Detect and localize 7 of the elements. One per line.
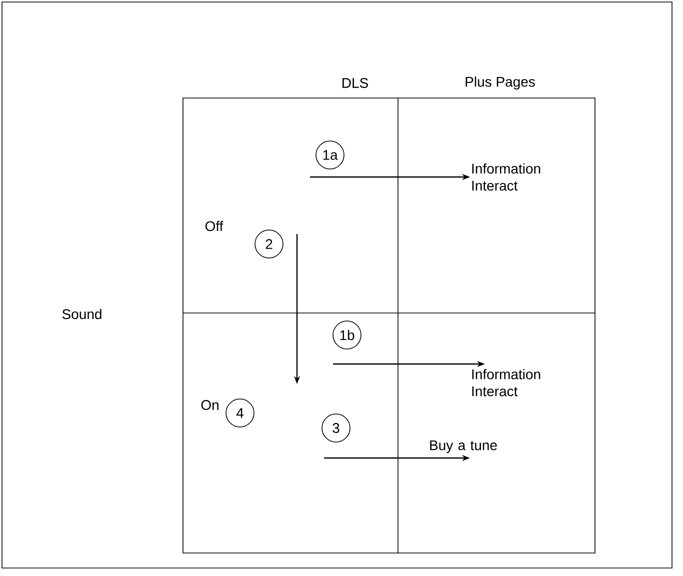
axis-label: Plus Pages xyxy=(466,76,535,90)
text-label: Buy a tune xyxy=(430,440,497,453)
axis-label: Sound xyxy=(62,308,102,320)
axis-label: DLS xyxy=(342,78,368,88)
text-label: Information Interact xyxy=(472,369,540,396)
axis-label: Off xyxy=(205,220,224,232)
text-label: Information Interact xyxy=(472,163,540,191)
